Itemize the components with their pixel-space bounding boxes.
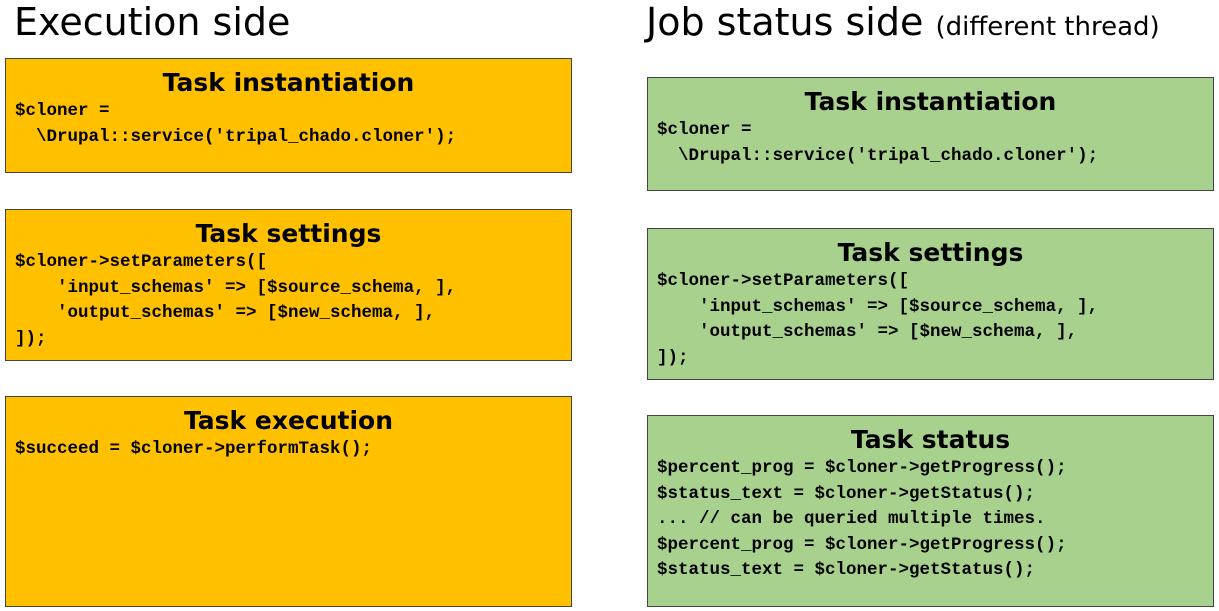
exec-task-execution-box: Task execution $succeed = $cloner->perfo… — [5, 396, 572, 607]
code-block: $cloner->setParameters([ 'input_schemas'… — [15, 252, 457, 349]
exec-task-settings-box: Task settings $cloner->setParameters([ '… — [5, 209, 572, 361]
code-block: $cloner = \Drupal::service('tripal_chado… — [15, 101, 457, 147]
box-title: Task settings — [837, 238, 1024, 267]
box-title: Task execution — [183, 406, 394, 435]
code-block: $succeed = $cloner->performTask(); — [15, 439, 373, 459]
box-title: Task instantiation — [804, 87, 1057, 116]
status-task-instantiation-box: Task instantiation $cloner = \Drupal::se… — [647, 77, 1214, 191]
job-status-side-heading: Job status side (different thread) — [646, 0, 1160, 49]
code-block: $cloner = \Drupal::service('tripal_chado… — [657, 120, 1099, 166]
status-task-settings-box: Task settings $cloner->setParameters([ '… — [647, 228, 1214, 380]
box-title: Task status — [850, 425, 1011, 454]
job-status-side-title: Job status side — [646, 0, 924, 44]
box-title: Task instantiation — [162, 68, 415, 97]
execution-side-heading: Execution side — [14, 0, 291, 44]
code-block: $cloner->setParameters([ 'input_schemas'… — [657, 271, 1099, 368]
job-status-side-subtitle: (different thread) — [935, 12, 1160, 42]
status-task-status-box: Task status $percent_prog = $cloner->get… — [647, 415, 1214, 607]
box-title: Task settings — [195, 219, 382, 248]
exec-task-instantiation-box: Task instantiation $cloner = \Drupal::se… — [5, 58, 572, 173]
code-block: $percent_prog = $cloner->getProgress(); … — [657, 458, 1067, 580]
